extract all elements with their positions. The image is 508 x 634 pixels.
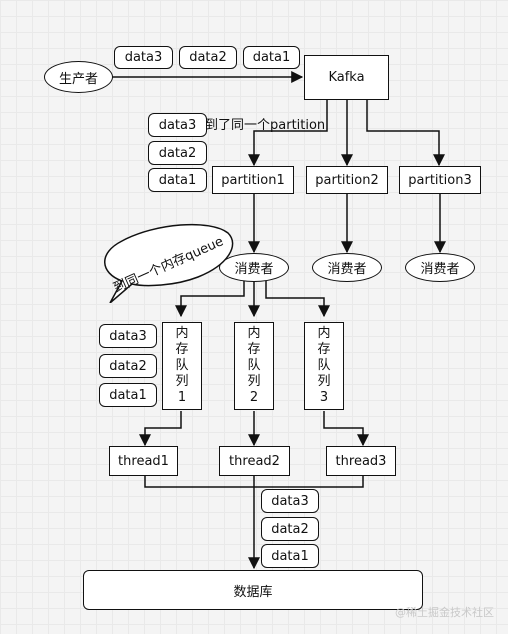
db-data-box: data3: [261, 489, 319, 513]
queue-char: 队: [317, 358, 331, 373]
partition-note: 到了同一个partition: [205, 118, 326, 133]
queue-data-box: data1: [99, 383, 157, 407]
data-label: data1: [252, 50, 291, 65]
data-label: data2: [109, 358, 147, 374]
queue-char: 列: [175, 374, 189, 389]
producer-node: 生产者: [44, 61, 113, 93]
kafka-node: Kafka: [304, 55, 389, 100]
queue-data-box: data2: [99, 354, 157, 378]
queue-char: 2: [249, 390, 259, 405]
data-label: data2: [189, 50, 227, 65]
speech-bubble: [104, 223, 234, 303]
data-label: data1: [158, 172, 197, 188]
consumer-label: 消费者: [327, 262, 367, 277]
partition-data-box: data2: [148, 141, 207, 165]
queue-char: 队: [247, 358, 261, 373]
partition-data-box: data3: [148, 113, 207, 137]
memory-queue-1: 内 存 队 列 1: [162, 322, 202, 410]
data-label: data2: [158, 145, 197, 161]
thread-label: thread2: [229, 453, 280, 469]
data-label: data3: [109, 328, 147, 344]
partition-label: partition1: [221, 172, 285, 188]
top-data-box: data2: [179, 46, 237, 69]
data-label: data1: [271, 548, 309, 564]
queue-char: 存: [317, 342, 331, 357]
partition-label: partition2: [315, 172, 379, 188]
consumer-node: 消费者: [405, 253, 475, 282]
thread-node: thread2: [219, 446, 290, 476]
data-label: data3: [124, 50, 163, 65]
thread-node: thread3: [326, 446, 396, 476]
top-data-box: data3: [114, 46, 173, 69]
queue-char: 3: [319, 390, 329, 405]
consumer-label: 消费者: [420, 262, 460, 277]
memory-queue-3: 内 存 队 列 3: [304, 322, 344, 410]
queue-char: 列: [317, 374, 331, 389]
partition-node: partition1: [212, 166, 294, 194]
data-label: data3: [158, 117, 197, 133]
memory-queue-2: 内 存 队 列 2: [234, 322, 274, 410]
queue-char: 1: [177, 390, 187, 405]
queue-char: 内: [175, 326, 189, 341]
database-label: 数据库: [233, 584, 273, 600]
queue-char: 存: [247, 342, 261, 357]
queue-char: 内: [247, 326, 261, 341]
queue-char: 队: [175, 358, 189, 373]
queue-data-box: data3: [99, 324, 157, 348]
queue-char: 存: [175, 342, 189, 357]
consumer-node: 消费者: [312, 253, 382, 282]
thread-node: thread1: [109, 446, 178, 476]
top-data-box: data1: [243, 46, 300, 69]
database-node: 数据库: [83, 570, 423, 610]
consumer-node: 消费者: [219, 253, 289, 282]
watermark: @稀土掘金技术社区: [395, 606, 494, 619]
thread-label: thread3: [335, 453, 387, 469]
data-label: data2: [271, 521, 309, 537]
partition-node: partition3: [399, 166, 481, 194]
data-label: data3: [271, 493, 309, 509]
partition-node: partition2: [306, 166, 388, 194]
partition-label: partition3: [408, 172, 472, 188]
thread-label: thread1: [118, 453, 169, 469]
data-label: data1: [109, 387, 147, 403]
queue-char: 列: [247, 374, 261, 389]
kafka-label: Kafka: [328, 70, 365, 85]
queue-char: 内: [317, 326, 331, 341]
producer-label: 生产者: [58, 71, 98, 87]
partition-data-box: data1: [148, 168, 207, 192]
db-data-box: data2: [261, 517, 319, 541]
consumer-label: 消费者: [234, 262, 274, 277]
db-data-box: data1: [261, 544, 319, 568]
